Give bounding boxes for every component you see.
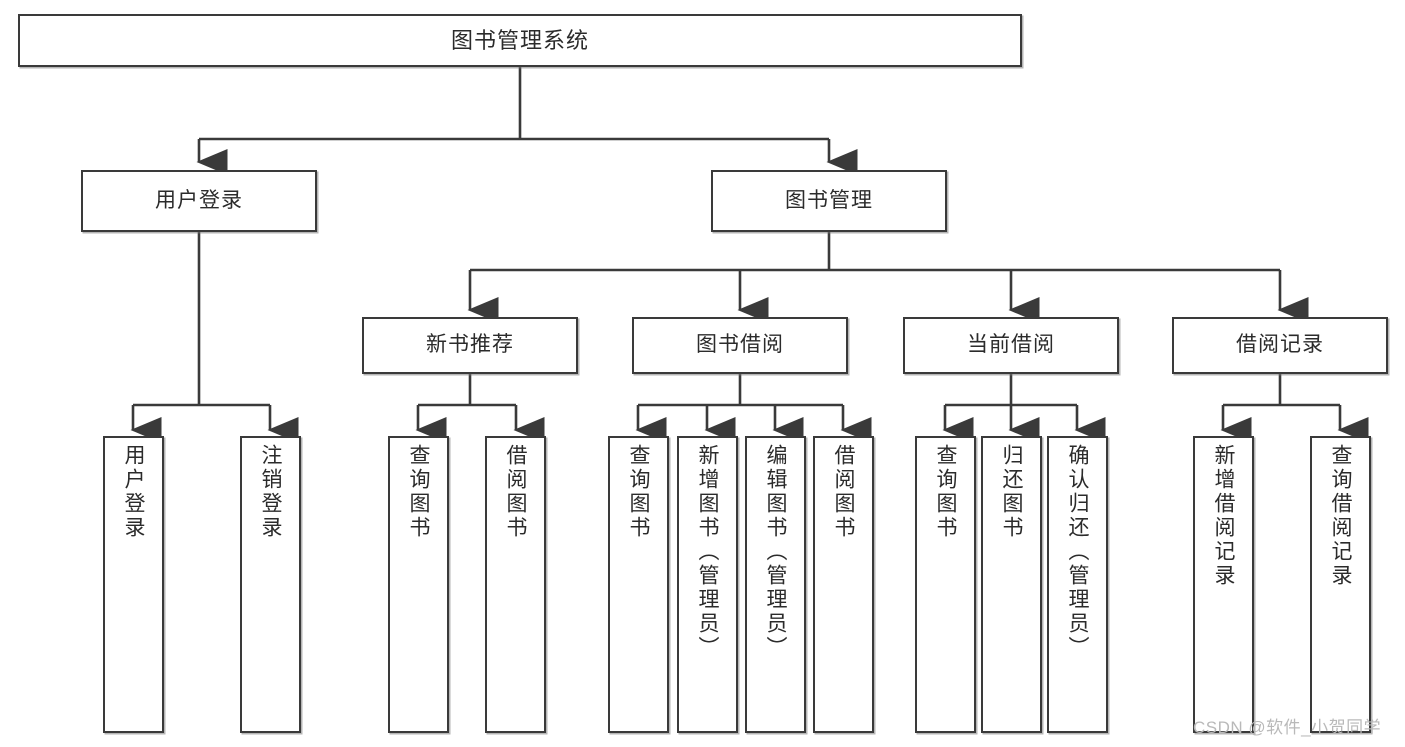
node-label: 编辑图书（管理员） [764,444,787,660]
node-label: 当前借阅 [967,333,1055,357]
node-label: 查询图书 [627,444,650,540]
leaf-cb-return-book[interactable]: 归还图书 [981,436,1042,733]
node-label: 查询图书 [407,444,430,540]
leaf-nb-borrow-book[interactable]: 借阅图书 [485,436,546,733]
leaf-user-login[interactable]: 用户登录 [103,436,164,733]
leaf-bb-edit-book-admin[interactable]: 编辑图书（管理员） [745,436,806,733]
node-label: 查询借阅记录 [1329,444,1352,588]
node-label: 用户登录 [122,444,145,540]
node-label: 确认归还（管理员） [1066,444,1089,660]
leaf-br-query-record[interactable]: 查询借阅记录 [1310,436,1371,733]
node-current-borrow[interactable]: 当前借阅 [903,317,1119,374]
node-borrow-record[interactable]: 借阅记录 [1172,317,1388,374]
node-book-management[interactable]: 图书管理 [711,170,947,232]
node-label: 查询图书 [934,444,957,540]
csdn-watermark: CSDN @软件_小贺同学 [1193,718,1382,737]
leaf-logout[interactable]: 注销登录 [240,436,301,733]
leaf-bb-query-book[interactable]: 查询图书 [608,436,669,733]
node-label: 借阅图书 [504,444,527,540]
node-label: 图书借阅 [696,333,784,357]
node-label: 用户登录 [155,188,243,212]
leaf-nb-query-book[interactable]: 查询图书 [388,436,449,733]
node-label: 新书推荐 [426,333,514,357]
node-label: 借阅图书 [832,444,855,540]
node-label: 注销登录 [259,444,282,540]
node-label: 图书管理系统 [450,27,589,53]
leaf-cb-confirm-return-admin[interactable]: 确认归还（管理员） [1047,436,1108,733]
node-new-book-recommend[interactable]: 新书推荐 [362,317,578,374]
leaf-bb-add-book-admin[interactable]: 新增图书（管理员） [677,436,738,733]
leaf-bb-borrow-book[interactable]: 借阅图书 [813,436,874,733]
node-label: 图书管理 [785,188,873,212]
leaf-cb-query-book[interactable]: 查询图书 [915,436,976,733]
node-label: 归还图书 [1000,444,1023,540]
leaf-br-add-record[interactable]: 新增借阅记录 [1193,436,1254,733]
node-root-system[interactable]: 图书管理系统 [18,14,1022,67]
node-label: 新增借阅记录 [1212,444,1235,588]
node-label: 新增图书（管理员） [696,444,719,660]
node-book-borrow[interactable]: 图书借阅 [632,317,848,374]
node-label: 借阅记录 [1236,333,1324,357]
node-user-login[interactable]: 用户登录 [81,170,317,232]
